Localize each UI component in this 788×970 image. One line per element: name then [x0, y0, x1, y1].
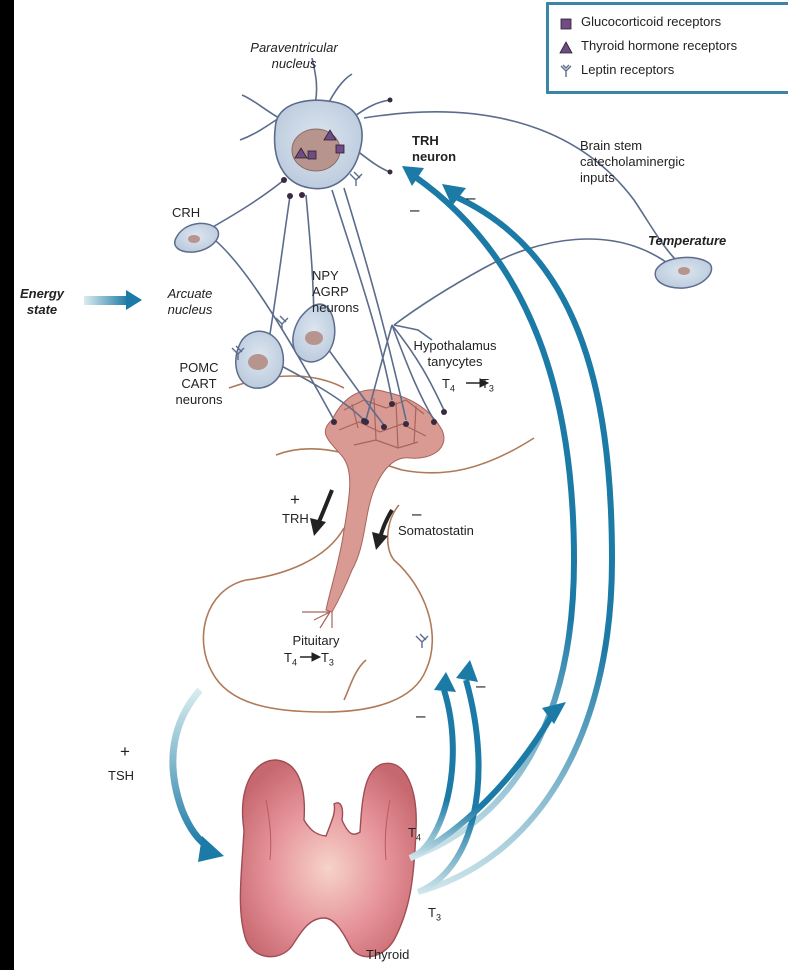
- crh-label: CRH: [172, 205, 200, 221]
- t3-label: T3: [428, 905, 441, 926]
- feedback-minus-2: –: [466, 190, 475, 206]
- receptor-y-icon: [559, 64, 575, 78]
- trh-neuron-soma: [275, 100, 362, 188]
- legend-label: Leptin receptors: [581, 62, 674, 77]
- temperature-neuron: [655, 257, 711, 288]
- temperature-label: Temperature: [648, 233, 726, 249]
- legend: Glucocorticoid receptors Thyroid hormone…: [546, 2, 788, 94]
- triangle-icon: [559, 40, 575, 54]
- trh-release-label: TRH: [282, 511, 309, 527]
- tsh-arrow: [173, 690, 224, 862]
- hypothalamus-tanycytes-label: Hypothalamus tanycytes: [402, 338, 508, 370]
- energy-state-label: Energy state: [14, 286, 70, 318]
- t4-label: T4: [408, 825, 421, 846]
- trh-plus-sign: +: [290, 492, 300, 508]
- feedback-minus-3: –: [416, 708, 425, 724]
- portal-vessels: [325, 390, 444, 612]
- legend-item-leptin: Leptin receptors: [559, 61, 674, 79]
- trh-neuron-label: TRH neuron: [412, 133, 456, 165]
- tsh-plus-sign: +: [120, 744, 130, 760]
- tsh-label: TSH: [108, 768, 134, 784]
- arcuate-nucleus-label: Arcuate nucleus: [150, 286, 230, 318]
- legend-label: Thyroid hormone receptors: [581, 38, 737, 53]
- legend-item-thyroid-hormone: Thyroid hormone receptors: [559, 37, 737, 55]
- square-icon: [559, 16, 575, 30]
- thyroid-label: Thyroid: [366, 947, 409, 963]
- brain-stem-label: Brain stem catecholaminergic inputs: [580, 138, 685, 186]
- feedback-minus-1: –: [410, 202, 419, 218]
- legend-label: Glucocorticoid receptors: [581, 14, 721, 29]
- pomc-cart-label: POMC CART neurons: [164, 360, 234, 408]
- npy-agrp-label: NPY AGRP neurons: [312, 268, 359, 316]
- diagram-canvas: Glucocorticoid receptors Thyroid hormone…: [14, 0, 788, 970]
- paraventricular-label: Paraventricular nucleus: [234, 40, 354, 72]
- thyroid-gland: [240, 760, 416, 957]
- pituitary-label: Pituitary: [276, 633, 356, 649]
- feedback-minus-4: –: [476, 678, 485, 694]
- somatostatin-label: Somatostatin: [398, 523, 474, 539]
- somatostatin-minus-sign: –: [412, 506, 421, 522]
- pomc-cart-neuron: [236, 331, 284, 388]
- crh-neuron: [175, 223, 219, 252]
- legend-item-glucocorticoid: Glucocorticoid receptors: [559, 13, 721, 31]
- energy-state-arrow: [84, 290, 142, 310]
